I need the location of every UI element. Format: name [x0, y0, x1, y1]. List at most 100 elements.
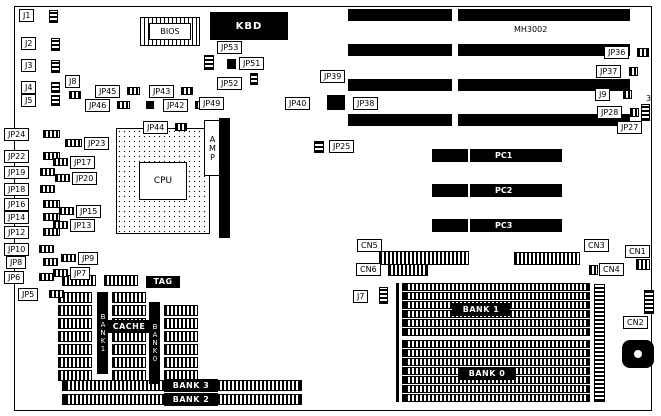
- jp15-jumper-icon: [59, 207, 74, 215]
- jp44-jumper-icon: [175, 123, 187, 131]
- cache-chip: [58, 318, 92, 329]
- cache-bank0-label: BANK0: [149, 302, 160, 384]
- jp51-jumper-icon: [227, 59, 236, 69]
- jp39-label: JP39: [320, 70, 346, 83]
- isa-slot-1-rear: [458, 9, 630, 21]
- j8-connector-icon: [69, 91, 81, 99]
- jp38-label: JP38: [353, 97, 379, 110]
- power-connector: [594, 284, 605, 402]
- jp15-label: JP15: [76, 205, 102, 218]
- j4-label: J4: [21, 81, 37, 94]
- pci-slot-3-notch: [468, 219, 470, 232]
- jp7-jumper-icon: [53, 269, 68, 277]
- bank0-simm-socket: [402, 394, 590, 402]
- jp28-jumper-icon: [630, 108, 639, 117]
- jp52-jumper-icon: [250, 73, 258, 85]
- j5-connector-icon: [51, 95, 60, 106]
- cache-chip: [164, 344, 198, 355]
- jp22-label: JP22: [4, 150, 30, 163]
- jp36-label: JP36: [604, 46, 630, 59]
- jp25-label: JP25: [329, 140, 355, 153]
- pci-slot-1-label: PC1: [495, 151, 513, 160]
- jp9-jumper-icon: [61, 254, 76, 262]
- pci-slot-2: [432, 184, 562, 197]
- jp17-jumper-icon: [53, 158, 68, 166]
- jp37-jumper-icon: [629, 67, 638, 76]
- cn3-label: CN3: [584, 239, 609, 252]
- cache-chip: [164, 331, 198, 342]
- jp37-label: JP37: [596, 65, 622, 78]
- jp13-label: JP13: [70, 219, 96, 232]
- jp14-label: JP14: [4, 211, 30, 224]
- j9-label: J9: [595, 88, 611, 101]
- jp10-label: JP10: [4, 243, 30, 256]
- jp49-label: JP49: [199, 97, 225, 110]
- jp36-jumper-icon: [637, 48, 649, 57]
- amp-regulator-label: AMP: [204, 120, 220, 176]
- j7-connector-icon: [379, 287, 388, 304]
- j5-label: J5: [21, 94, 37, 107]
- jp5-label: JP5: [18, 288, 39, 301]
- jp18-label: JP18: [4, 183, 30, 196]
- jp28-label: JP28: [597, 106, 623, 119]
- isa-slot-3-front: [348, 79, 452, 91]
- cn4-connector: [589, 265, 598, 275]
- jp16-label: JP16: [4, 198, 30, 211]
- cache-label: CACHE: [106, 320, 152, 333]
- bank0-simm-socket: [402, 349, 590, 357]
- jp17-label: JP17: [70, 156, 96, 169]
- cache-chip: [164, 357, 198, 368]
- jp46-label: JP46: [85, 99, 111, 112]
- jp45-jumper-icon: [127, 87, 140, 95]
- isa-slot-3-rear: [458, 79, 630, 91]
- bank1-simm-socket: [402, 328, 590, 336]
- pci-slot-1-notch: [468, 149, 470, 162]
- jp42-label: JP42: [163, 99, 189, 112]
- bank1-simm-socket: [402, 319, 590, 327]
- jp51-label: JP51: [239, 57, 265, 70]
- bank1-label: BANK 1: [452, 303, 510, 316]
- cache-chip: [112, 357, 146, 368]
- cpu-label: CPU: [139, 162, 187, 200]
- simm-end-strip: [396, 283, 399, 402]
- jp53-label: JP53: [217, 41, 243, 54]
- tag-ram-label: TAG: [146, 276, 180, 288]
- isa-slot-1-front: [348, 9, 452, 21]
- cache-chip: [58, 357, 92, 368]
- pci-slot-2-notch: [468, 184, 470, 197]
- voltage-regulator-bar: [219, 118, 230, 238]
- j7-label: J7: [353, 290, 369, 303]
- j9-connector-icon: [623, 90, 632, 99]
- cn3-connector: [514, 252, 580, 265]
- isa-slot-4-front: [348, 114, 452, 126]
- isa-slot-2-front: [348, 44, 452, 56]
- cpu-socket: [116, 128, 210, 234]
- jp52-label: JP52: [217, 77, 243, 90]
- jp45-label: JP45: [95, 85, 121, 98]
- jp12-label: JP12: [4, 226, 30, 239]
- jp6-jumper-icon: [39, 273, 54, 281]
- jp16-jumper-icon: [43, 200, 60, 208]
- cn4-label: CN4: [599, 263, 624, 276]
- cn2-connector: [644, 290, 654, 314]
- jp19-label: JP19: [4, 166, 30, 179]
- pci-slot-2-label: PC2: [495, 186, 513, 195]
- j3-connector-icon: [51, 60, 60, 73]
- keyboard-din-hole: [634, 350, 642, 358]
- cache-chip: [58, 331, 92, 342]
- board-model-text: MH3002: [514, 25, 548, 34]
- cache-bank1-label: BANK1: [97, 292, 108, 374]
- jp22-jumper-icon: [43, 152, 60, 160]
- jp10-jumper-icon: [39, 245, 54, 253]
- jp13-jumper-icon: [53, 221, 68, 229]
- right-edge-jumper-icon: [641, 104, 650, 121]
- cache-chip: [112, 344, 146, 355]
- j2-connector-icon: [51, 38, 60, 51]
- jp44-label: JP44: [143, 121, 169, 134]
- keyboard-controller-chip: KBD: [210, 12, 288, 40]
- bank0-label: BANK 0: [458, 367, 516, 380]
- jp24-label: JP24: [4, 128, 30, 141]
- cn1-connector: [636, 259, 650, 270]
- jp39-jp40-jp38-block-icon: [327, 95, 345, 110]
